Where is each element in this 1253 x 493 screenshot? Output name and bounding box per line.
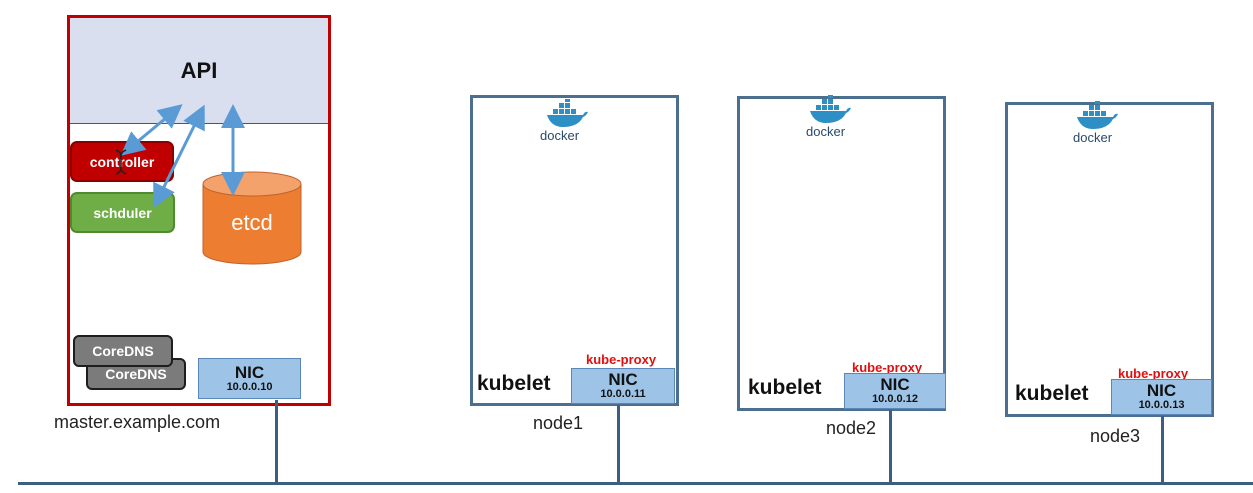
scheduler-label: schduler [93, 204, 152, 221]
docker-label: docker [1073, 130, 1113, 145]
api-label: API [180, 57, 218, 83]
coredns-label: CoreDNS [92, 343, 154, 359]
nic-label: NIC [234, 362, 265, 382]
node-name: node1 [533, 413, 584, 433]
coredns-pod: CoreDNS [73, 335, 173, 367]
kubelet-label: kubelet [1015, 382, 1089, 405]
nic-ip: 10.0.0.11 [600, 388, 646, 401]
nic-label: NIC [1146, 381, 1177, 401]
nic-ip: 10.0.0.13 [1138, 399, 1185, 412]
docker-label: docker [540, 128, 580, 143]
kube-proxy-label: kube-proxy [852, 360, 923, 375]
controller-label: controller [89, 153, 155, 170]
text-cursor-icon [115, 149, 127, 175]
node-network-link [889, 410, 892, 484]
scheduler-api-arrow [153, 104, 205, 209]
master-hostname: master.example.com [54, 412, 221, 432]
nic-ip: 10.0.0.12 [872, 393, 918, 406]
kubelet-label: kubelet [477, 372, 551, 395]
worker-node-box [1005, 102, 1214, 417]
worker-node-box [737, 96, 946, 411]
docker-whale-icon [1077, 101, 1118, 129]
docker-whale-icon [810, 95, 851, 123]
kubelet-label: kubelet [748, 376, 822, 399]
worker-node-box [470, 95, 679, 406]
coredns-label: CoreDNS [105, 366, 167, 382]
master-nic: NIC 10.0.0.10 [198, 358, 301, 399]
nic-label: NIC [608, 370, 638, 390]
node-nic: NIC 10.0.0.11 [571, 368, 675, 404]
controller-api-arrow [120, 104, 183, 156]
kube-proxy-label: kube-proxy [586, 352, 657, 367]
docker-whale-icon [547, 99, 588, 127]
node-network-link [1161, 416, 1164, 484]
node-name: node2 [826, 418, 877, 438]
kube-proxy-label: kube-proxy [1118, 366, 1189, 381]
etcd-label: etcd [231, 210, 273, 235]
network-bus-line [18, 482, 1253, 485]
docker-label: docker [806, 124, 846, 139]
node-nic: NIC 10.0.0.13 [1111, 379, 1212, 415]
node-network-link [617, 405, 620, 484]
node-nic: NIC 10.0.0.12 [844, 373, 946, 409]
node-name: node3 [1090, 426, 1141, 446]
nic-ip: 10.0.0.10 [226, 380, 273, 393]
master-network-link [275, 400, 278, 484]
nic-label: NIC [880, 375, 910, 395]
